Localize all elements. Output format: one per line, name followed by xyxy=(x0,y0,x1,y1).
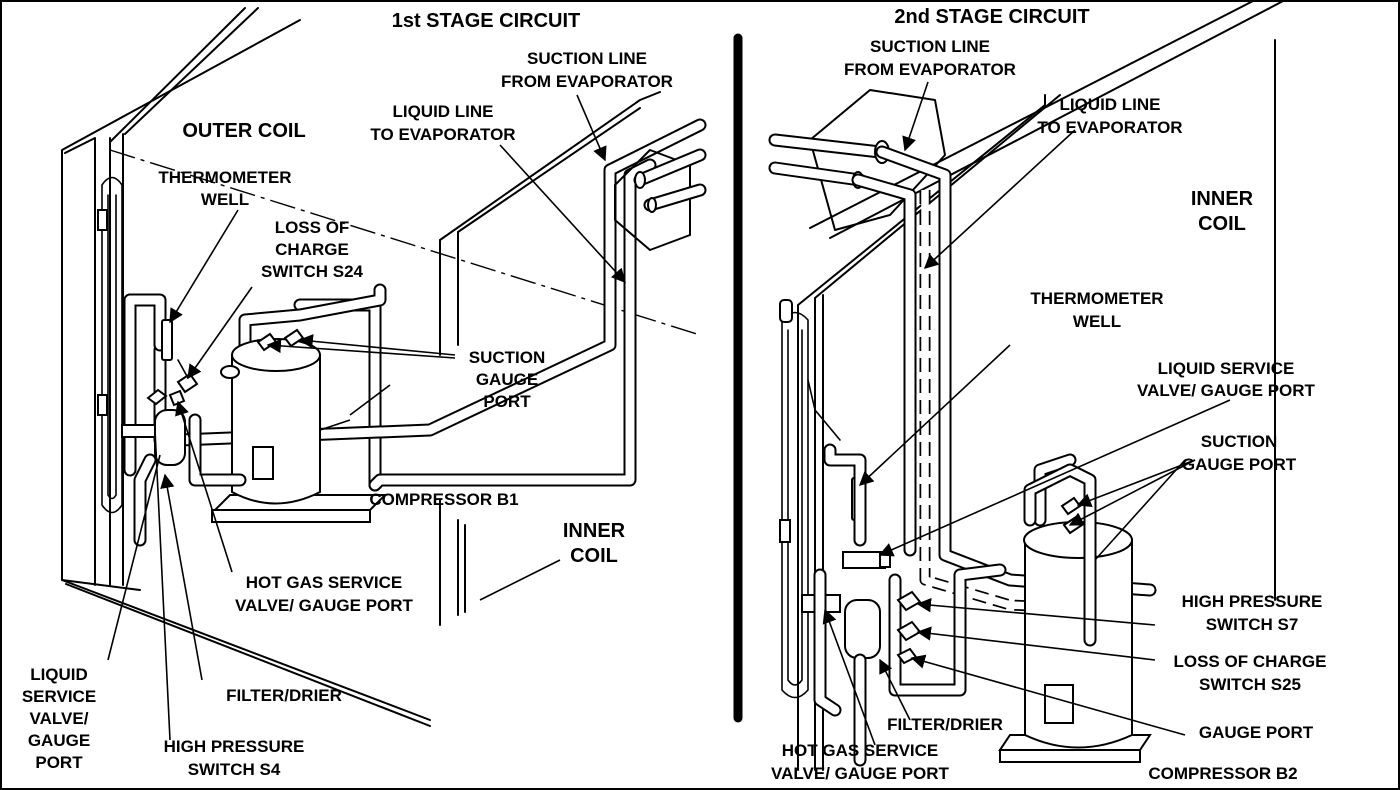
right-panel-title: 2nd STAGE CIRCUIT xyxy=(894,6,1089,28)
compressor-b2-label: COMPRESSOR B2 xyxy=(1148,764,1297,783)
left-inner-coil-label-1: INNER xyxy=(563,520,626,542)
right-filter-drier-label: FILTER/DRIER xyxy=(887,715,1003,734)
left-suction-gauge-label-1: SUCTION xyxy=(469,348,546,367)
right-liquid-line-label-2: TO EVAPORATOR xyxy=(1037,118,1182,137)
right-inner-coil-label-1: INNER xyxy=(1191,188,1254,210)
left-suction-line-label-1: SUCTION LINE xyxy=(527,49,647,68)
left-thermometer-well-label-2: WELL xyxy=(201,190,249,209)
left-liquid-line-label-2: TO EVAPORATOR xyxy=(370,125,515,144)
left-liquid-line-label-1: LIQUID LINE xyxy=(392,102,493,121)
left-unit-drawing xyxy=(61,7,707,727)
left-suction-gauge-label-3: PORT xyxy=(483,392,531,411)
left-high-pressure-label-2: SWITCH S4 xyxy=(188,760,281,779)
right-suction-line-label-1: SUCTION LINE xyxy=(870,37,990,56)
left-filter-drier-label: FILTER/DRIER xyxy=(226,686,342,705)
left-liquid-service-label-5: PORT xyxy=(35,753,83,772)
right-suction-line-label-2: FROM EVAPORATOR xyxy=(844,60,1016,79)
right-inner-coil-label-2: COIL xyxy=(1198,213,1246,235)
right-hot-gas-label-1: HOT GAS SERVICE xyxy=(782,741,939,760)
left-suction-line-label-2: FROM EVAPORATOR xyxy=(501,72,673,91)
outer-coil-label: OUTER COIL xyxy=(182,120,305,142)
left-loss-of-charge-label-2: CHARGE xyxy=(275,240,349,259)
left-inner-coil-label-2: COIL xyxy=(570,545,618,567)
right-unit-drawing xyxy=(768,0,1286,771)
left-thermometer-well-label-1: THERMOMETER xyxy=(158,168,291,187)
right-thermometer-well-label-2: WELL xyxy=(1073,312,1121,331)
right-hot-gas-label-2: VALVE/ GAUGE PORT xyxy=(771,764,950,783)
right-loss-of-charge-label-2: SWITCH S25 xyxy=(1199,675,1301,694)
left-liquid-service-label-3: VALVE/ xyxy=(30,709,89,728)
left-loss-of-charge-label-1: LOSS OF xyxy=(275,218,350,237)
right-gauge-port-label: GAUGE PORT xyxy=(1199,723,1314,742)
right-liquid-service-label-2: VALVE/ GAUGE PORT xyxy=(1137,381,1316,400)
right-high-pressure-label-1: HIGH PRESSURE xyxy=(1182,592,1323,611)
left-suction-gauge-label-2: GAUGE xyxy=(476,370,538,389)
left-high-pressure-label-1: HIGH PRESSURE xyxy=(164,737,305,756)
right-liquid-service-label-1: LIQUID SERVICE xyxy=(1158,359,1295,378)
left-hot-gas-label-2: VALVE/ GAUGE PORT xyxy=(235,596,414,615)
right-thermometer-well-label-1: THERMOMETER xyxy=(1030,289,1163,308)
left-liquid-service-label-1: LIQUID xyxy=(30,665,88,684)
right-suction-gauge-label-1: SUCTION xyxy=(1201,432,1278,451)
left-panel-title: 1st STAGE CIRCUIT xyxy=(392,10,581,32)
left-liquid-service-label-4: GAUGE xyxy=(28,731,90,750)
right-high-pressure-label-2: SWITCH S7 xyxy=(1206,615,1299,634)
left-hot-gas-label-1: HOT GAS SERVICE xyxy=(246,573,403,592)
compressor-b1-label: COMPRESSOR B1 xyxy=(369,490,518,509)
leader-lines xyxy=(107,81,1231,746)
right-loss-of-charge-label-1: LOSS OF CHARGE xyxy=(1173,652,1326,671)
right-liquid-line-label-1: LIQUID LINE xyxy=(1059,95,1160,114)
right-suction-gauge-label-2: GAUGE PORT xyxy=(1182,455,1297,474)
left-loss-of-charge-label-3: SWITCH S24 xyxy=(261,262,364,281)
left-liquid-service-label-2: SERVICE xyxy=(22,687,96,706)
